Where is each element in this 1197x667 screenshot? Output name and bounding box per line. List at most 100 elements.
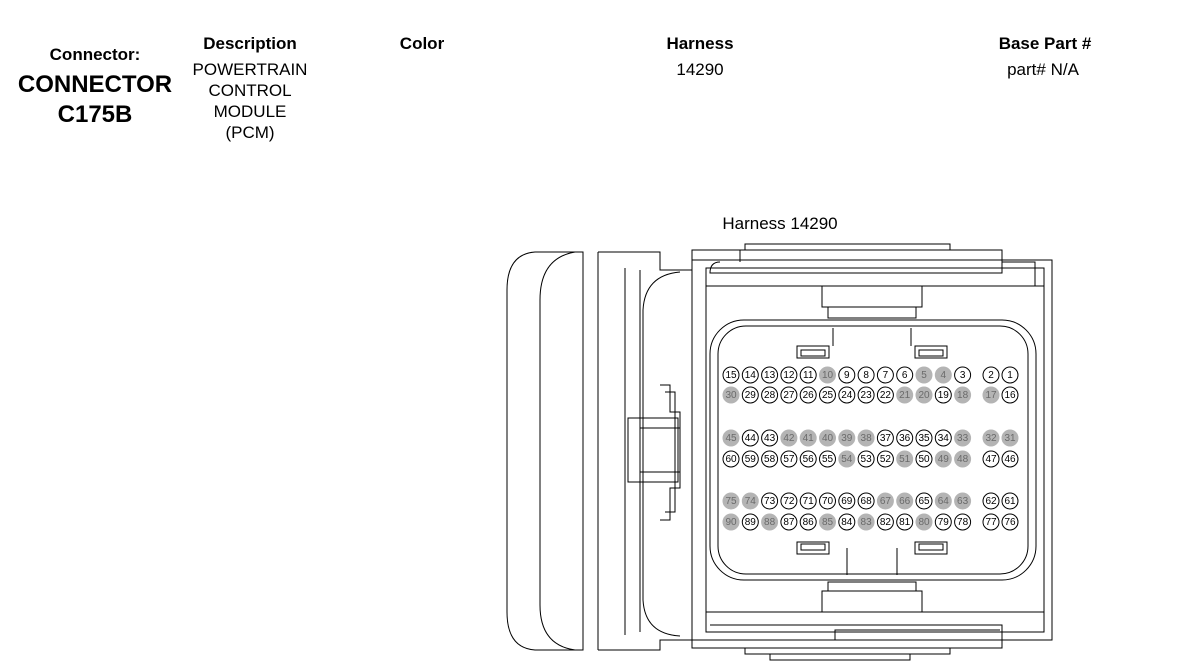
pin-label: 21 (899, 390, 911, 401)
pin-10: 10 (819, 366, 836, 384)
pin-label: 39 (841, 433, 853, 444)
pin-label: 2 (988, 370, 994, 381)
pin-90: 90 (722, 513, 740, 531)
pin-44: 44 (741, 429, 759, 447)
pin-37: 37 (876, 429, 894, 447)
pin-29: 29 (741, 386, 759, 404)
pin-label: 40 (822, 433, 834, 444)
pin-label: 90 (725, 517, 737, 528)
pin-76: 76 (1001, 513, 1019, 531)
pin-label: 35 (918, 433, 930, 444)
pin-label: 50 (918, 454, 930, 465)
pin-26: 26 (799, 386, 817, 404)
description-line-1: POWERTRAIN (192, 60, 308, 79)
pin-label: 26 (803, 390, 815, 401)
pin-label: 11 (803, 370, 814, 381)
pin-label: 66 (899, 496, 911, 507)
pin-label: 87 (783, 517, 795, 528)
connector-name-line1: CONNECTOR (17, 71, 173, 98)
pin-label: 23 (861, 390, 873, 401)
pin-label: 14 (745, 370, 757, 381)
pin-16: 16 (1001, 386, 1019, 404)
pin-label: 22 (880, 390, 892, 401)
pin-34: 34 (934, 429, 952, 447)
pin-label: 30 (725, 390, 737, 401)
description-line-4: (PCM) (225, 123, 275, 142)
pin-label: 80 (918, 517, 930, 528)
pin-14: 14 (741, 366, 759, 384)
pin-48: 48 (954, 450, 972, 468)
pin-54: 54 (838, 450, 856, 468)
description-value: POWERTRAIN CONTROL MODULE (PCM) (170, 59, 330, 143)
pin-label: 16 (1004, 390, 1016, 401)
pin-31: 31 (1001, 429, 1019, 447)
description-line-3: MODULE (213, 102, 287, 121)
pin-face-inner (717, 325, 1029, 575)
pin-23: 23 (857, 386, 875, 404)
description-line-2: CONTROL (208, 81, 292, 100)
pin-45: 45 (722, 429, 740, 447)
pin-label: 45 (725, 433, 737, 444)
pin-label: 57 (783, 454, 795, 465)
pin-52: 52 (876, 450, 894, 468)
pin-39: 39 (838, 429, 856, 447)
pin-11: 11 (799, 366, 817, 384)
pin-59: 59 (741, 450, 759, 468)
pin-55: 55 (819, 450, 836, 468)
pin-label: 38 (861, 433, 873, 444)
pin-label: 73 (764, 496, 776, 507)
pin-58: 58 (761, 450, 779, 468)
pin-label: 75 (725, 496, 737, 507)
pin-75: 75 (722, 492, 740, 510)
pin-17: 17 (982, 386, 1000, 404)
pin-60: 60 (722, 450, 740, 468)
pin-66: 66 (896, 492, 914, 510)
pin-2: 2 (982, 366, 1000, 384)
pin-label: 4 (941, 370, 947, 381)
pin-label: 8 (863, 370, 869, 381)
pin-label: 77 (985, 517, 997, 528)
pin-42: 42 (780, 429, 798, 447)
pin-label: 18 (957, 390, 969, 401)
pin-label: 46 (1004, 454, 1016, 465)
pin-label: 64 (938, 496, 950, 507)
pin-label: 33 (957, 433, 969, 444)
pin-label: 48 (957, 454, 969, 465)
pin-9: 9 (838, 366, 856, 384)
pin-label: 83 (861, 517, 873, 528)
pin-38: 38 (857, 429, 875, 447)
pin-4: 4 (934, 366, 952, 384)
pin-label: 79 (938, 517, 950, 528)
pin-label: 52 (880, 454, 892, 465)
pin-label: 70 (822, 496, 834, 507)
pin-label: 89 (745, 517, 757, 528)
pin-89: 89 (741, 513, 759, 531)
description-header: Description (203, 34, 297, 53)
pin-83: 83 (857, 513, 875, 531)
pin-face-outer (709, 319, 1037, 581)
pin-label: 51 (899, 454, 911, 465)
pin-87: 87 (780, 513, 798, 531)
connector-name-line2: C175B (57, 101, 133, 128)
connector-housing (506, 243, 1053, 661)
pin-5: 5 (915, 366, 933, 384)
base-part-value: part# N/A (1007, 60, 1079, 79)
pin-27: 27 (780, 386, 798, 404)
pin-label: 28 (764, 390, 776, 401)
pin-69: 69 (838, 492, 856, 510)
pin-label: 53 (861, 454, 873, 465)
pin-label: 78 (957, 517, 969, 528)
pin-label: 82 (880, 517, 892, 528)
pin-label: 58 (764, 454, 776, 465)
pin-label: 86 (803, 517, 815, 528)
pin-label: 44 (745, 433, 757, 444)
pin-label: 24 (841, 390, 853, 401)
pin-label: 15 (725, 370, 737, 381)
pin-label: 84 (841, 517, 853, 528)
pin-86: 86 (799, 513, 817, 531)
pin-label: 34 (938, 433, 950, 444)
pin-label: 76 (1004, 517, 1016, 528)
pin-33: 33 (954, 429, 972, 447)
pin-label: 72 (783, 496, 795, 507)
